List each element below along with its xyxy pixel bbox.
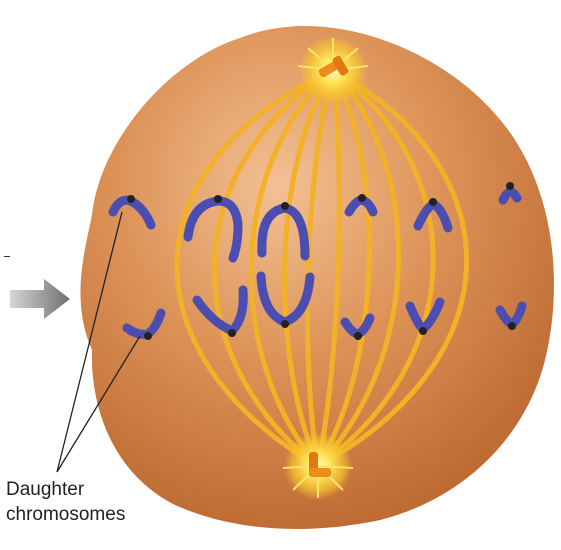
stray-mark: [4, 256, 10, 257]
spindle-fiber: [315, 67, 470, 469]
chromosome: [183, 196, 243, 263]
spindle-fiber: [281, 67, 336, 469]
spindle-fiber: [212, 67, 336, 469]
spindle-fiber: [315, 67, 342, 469]
spindle-fiber: [315, 67, 401, 469]
chromosome: [498, 187, 522, 205]
spindle-fiber: [304, 67, 336, 469]
spindle-fiber: [315, 67, 372, 469]
centromeres: [127, 182, 516, 340]
bottom-centrosome: [282, 432, 354, 500]
cell-body: [80, 25, 554, 529]
spindle-fiber: [248, 67, 336, 469]
top-centrosome: [297, 36, 369, 104]
spindle-fibers: [174, 67, 470, 469]
spindle-fiber: [174, 67, 336, 469]
label-leader-lines: [56, 211, 141, 473]
spindle-fiber: [315, 67, 436, 469]
daughter-chromosomes-label-line2: chromosomes: [6, 504, 126, 525]
transition-arrow: [10, 279, 70, 319]
daughter-chromosomes-label-line1: Daughter: [6, 479, 85, 500]
